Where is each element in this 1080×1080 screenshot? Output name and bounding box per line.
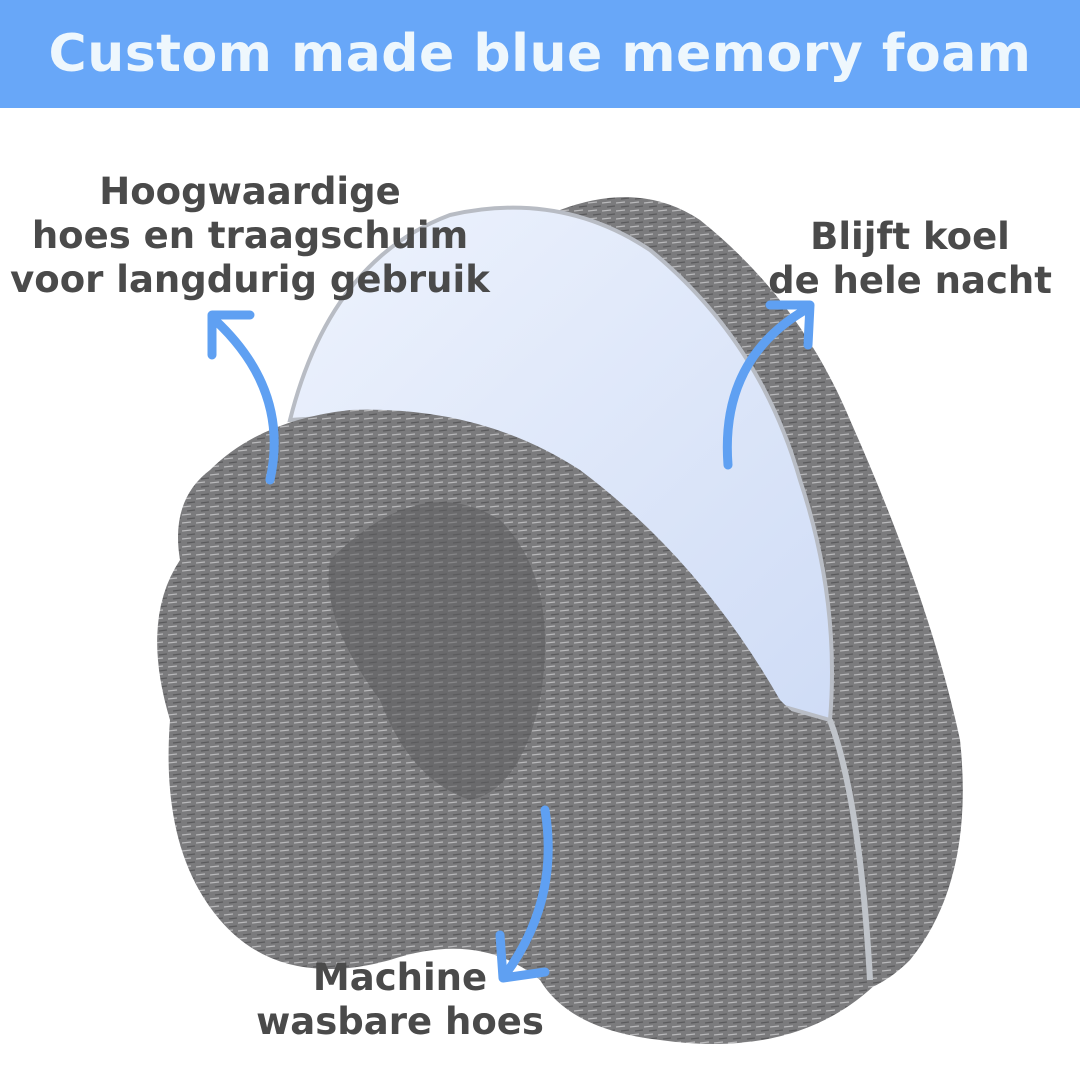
callout-line: Hoogwaardige	[99, 170, 401, 213]
callout-line: Blijft koel	[810, 215, 1010, 258]
callout-washable: Machine wasbare hoes	[240, 956, 560, 1044]
callout-line: Machine	[312, 956, 488, 999]
callout-cooling: Blijft koel de hele nacht	[755, 215, 1065, 303]
title-banner: Custom made blue memory foam	[0, 0, 1080, 108]
banner-title: Custom made blue memory foam	[48, 24, 1032, 84]
pillow-hole	[328, 502, 545, 800]
callout-quality: Hoogwaardige hoes en traagschuim voor la…	[0, 170, 500, 302]
callout-line: wasbare hoes	[256, 1000, 544, 1043]
arrow-up-right-icon	[722, 300, 815, 470]
arrow-down-left-icon	[495, 805, 553, 983]
zipper	[827, 718, 873, 981]
callout-line: hoes en traagschuim	[31, 214, 469, 257]
arrow-up-left-icon	[207, 310, 279, 485]
callout-line: voor langdurig gebruik	[10, 258, 490, 301]
callout-line: de hele nacht	[768, 259, 1052, 302]
